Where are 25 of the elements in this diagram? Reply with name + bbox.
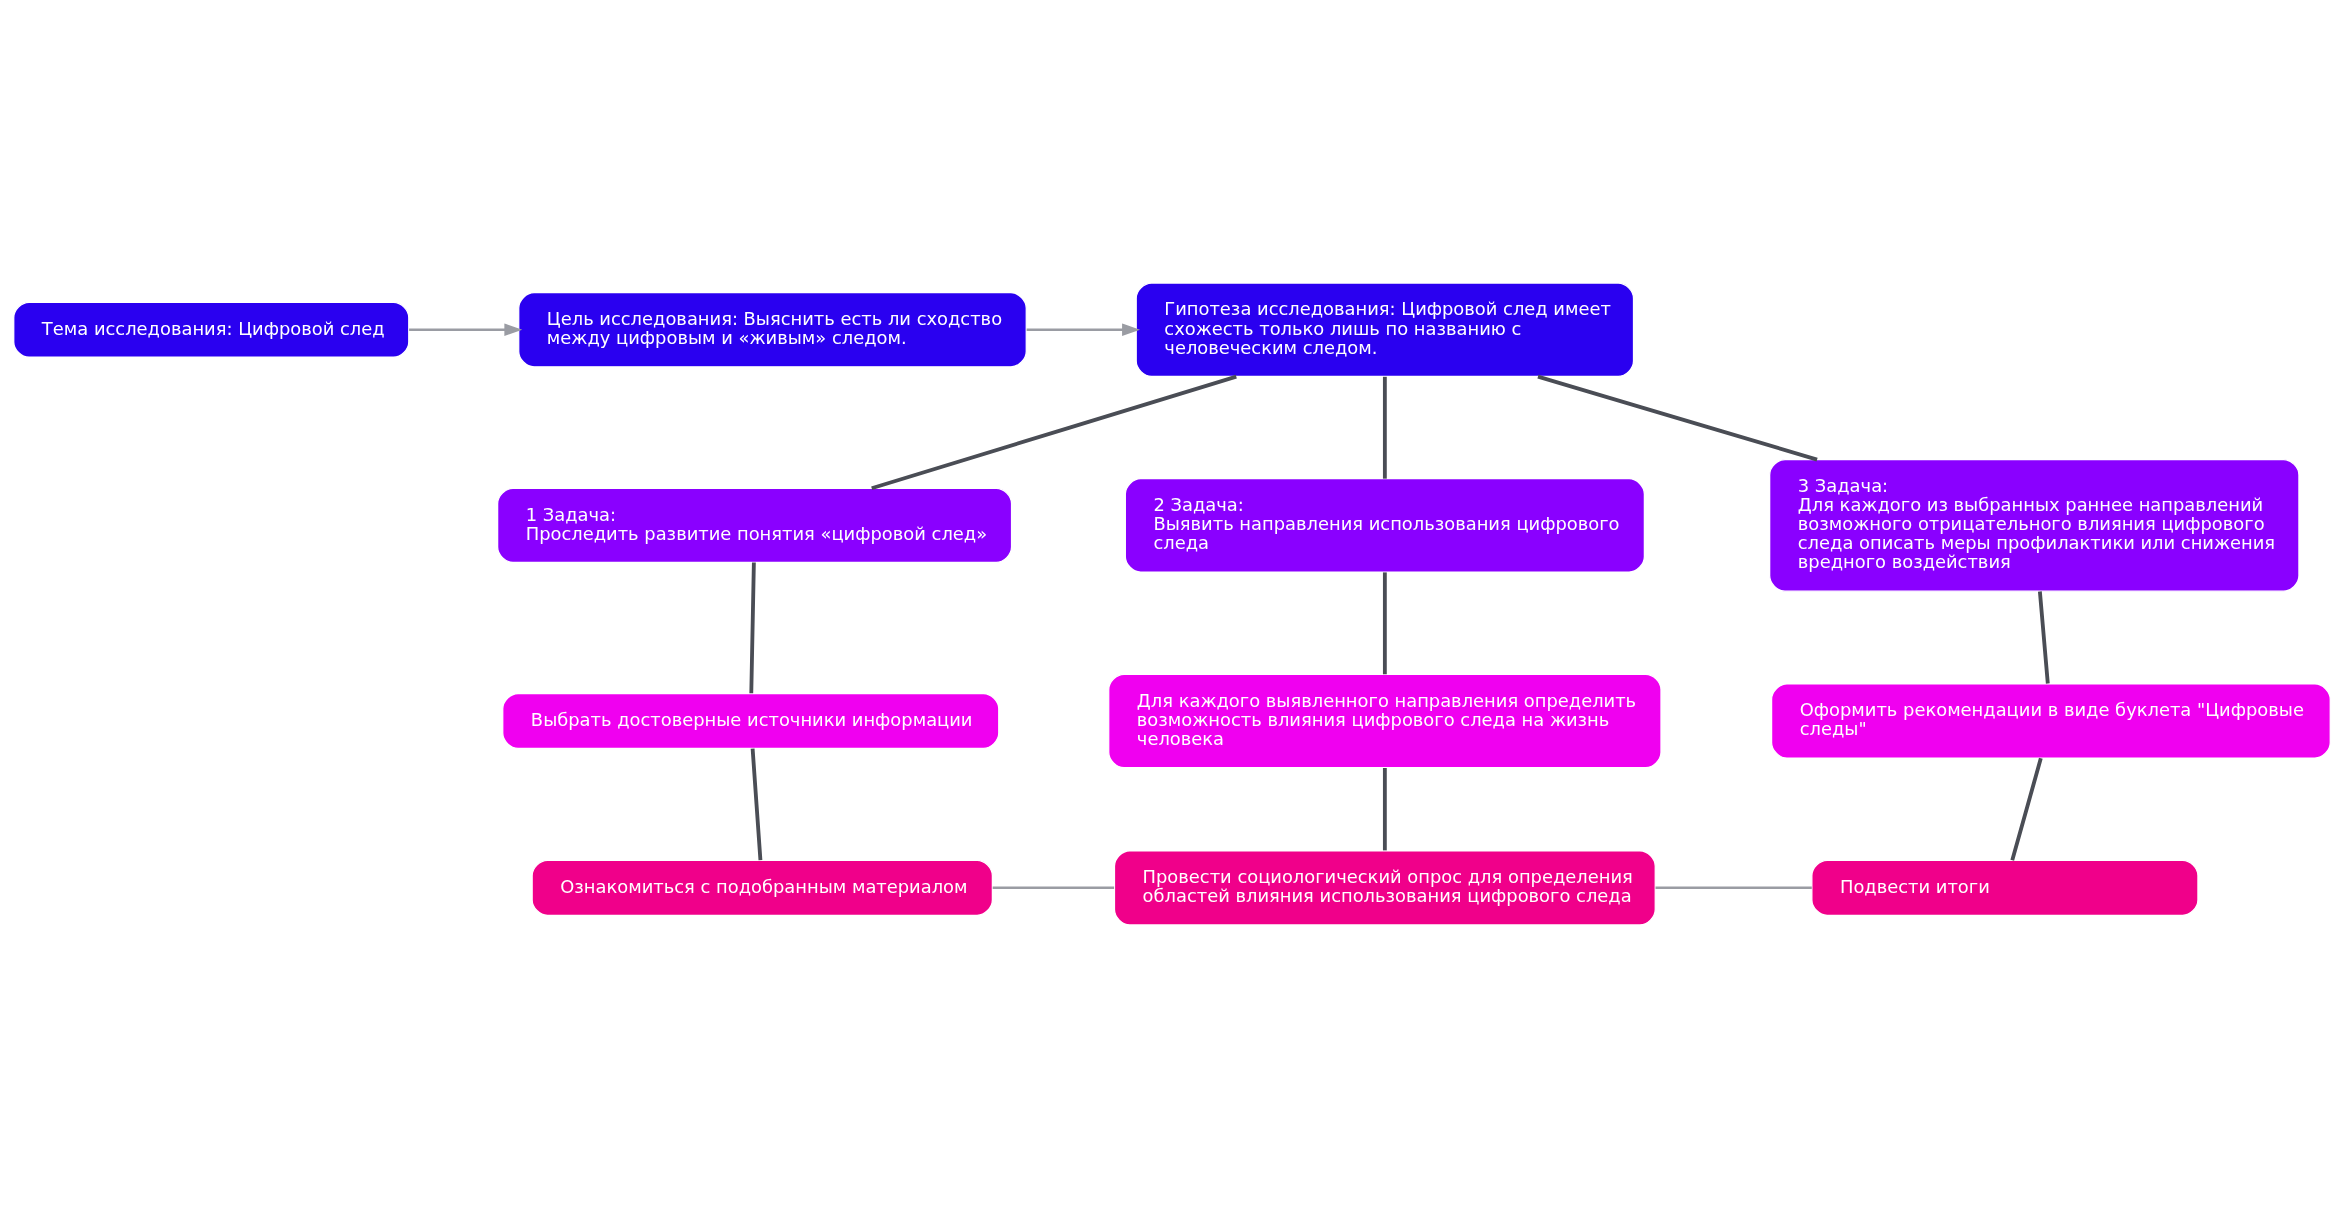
node-box: Гипотеза исследования: Цифровой след имеет схожесть только лишь по названию с человеческим следом. (1135, 282, 1635, 378)
node-box: Тема исследования: Цифровой след (13, 301, 410, 358)
connector (1382, 572, 1387, 675)
node-box: Подвести итоги (1811, 859, 2199, 916)
connector (750, 748, 763, 861)
node-box: Ознакомиться с подобранным материалом (531, 859, 993, 916)
connector (2037, 591, 2050, 684)
node-box: Для каждого выявленного направления определить возможность влияния цифрового следа на жизнь человека (1108, 673, 1662, 769)
connector (1655, 886, 1812, 890)
connector (749, 562, 756, 694)
node-box: Цель исследования: Выяснить есть ли сходство между цифровым и «живым» следом. (518, 292, 1027, 368)
node-box: 3 Задача: Для каждого из выбранных раннее направлений возможного отрицательного влияния цифрового следа описать меры профилактики или снижения вредного воздействия (1769, 458, 2300, 592)
connector (1382, 768, 1387, 851)
connector (1537, 374, 1818, 462)
arrow (409, 323, 523, 337)
arrow (1026, 323, 1140, 337)
node-box: Выбрать достоверные источники информации (502, 692, 1000, 750)
connector (1382, 376, 1387, 479)
node-box: 2 Задача: Выявить направления использования цифрового следа (1124, 478, 1646, 573)
connector (2010, 757, 2043, 861)
connector (871, 374, 1237, 491)
node-box: Оформить рекомендации в виде буклета "Цифровые следы" (1770, 683, 2331, 759)
connector (992, 886, 1115, 890)
node-box: 1 Задача: Проследить развитие понятия «цифровой след» (497, 487, 1013, 564)
node-box: Провести социологический опрос для определения областей влияния использования цифрового следа (1113, 850, 1656, 926)
